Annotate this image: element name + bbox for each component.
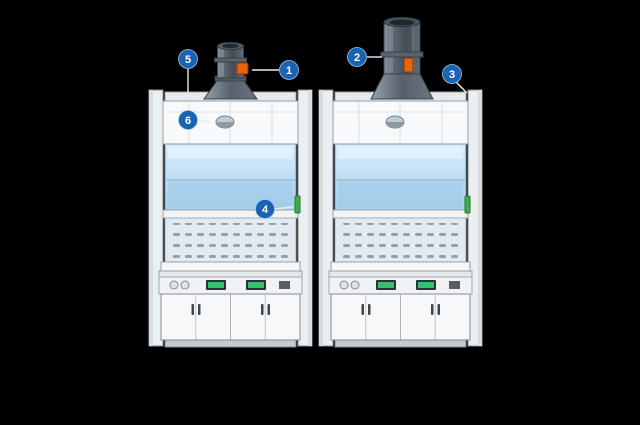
sash-handle bbox=[162, 209, 299, 219]
callout-badge-4 bbox=[255, 199, 275, 219]
door-handle bbox=[191, 304, 194, 315]
base-cabinets bbox=[330, 293, 471, 341]
callout-number-3: 3 bbox=[449, 69, 455, 81]
service-dial bbox=[339, 280, 349, 290]
sash-stop-indicator bbox=[294, 195, 301, 214]
door-handle bbox=[437, 304, 440, 315]
callout-number-6: 6 bbox=[185, 115, 191, 127]
door-handle bbox=[261, 304, 264, 315]
door-handle bbox=[361, 304, 364, 315]
service-dial bbox=[180, 280, 190, 290]
leader-line-3 bbox=[454, 80, 468, 94]
callout-number-1: 1 bbox=[286, 65, 292, 77]
control-panel bbox=[158, 276, 303, 295]
callout-badge-5 bbox=[178, 49, 198, 69]
fume-hood-left bbox=[148, 89, 313, 348]
airflow-sensor-dome bbox=[385, 115, 405, 129]
callout-number-2: 2 bbox=[354, 52, 360, 64]
door-handle bbox=[267, 304, 270, 315]
digital-display bbox=[376, 280, 396, 290]
leader-line-4 bbox=[274, 206, 294, 210]
control-panel bbox=[328, 276, 473, 295]
digital-display bbox=[206, 280, 226, 290]
digital-display bbox=[416, 280, 436, 290]
airflow-sensor-dome bbox=[215, 115, 235, 129]
callout-number-5: 5 bbox=[185, 54, 191, 66]
callout-badge-2 bbox=[347, 47, 367, 67]
callout-5: 5 bbox=[178, 49, 198, 97]
service-dial bbox=[169, 280, 179, 290]
sash-window bbox=[164, 143, 297, 211]
worktop bbox=[328, 261, 473, 278]
power-outlet bbox=[279, 281, 290, 289]
plinth bbox=[334, 339, 467, 348]
power-outlet bbox=[449, 281, 460, 289]
callout-number-4: 4 bbox=[262, 204, 269, 216]
callouts: 1 2 3 4 5 6 bbox=[178, 47, 468, 219]
base-cabinets bbox=[160, 293, 301, 341]
callout-badge-6 bbox=[178, 110, 198, 130]
callout-2: 2 bbox=[347, 47, 382, 67]
service-dial bbox=[350, 280, 360, 290]
callout-3: 3 bbox=[442, 64, 468, 94]
damper-actuator bbox=[236, 62, 249, 75]
door-handle bbox=[431, 304, 434, 315]
callout-1: 1 bbox=[252, 60, 299, 80]
sash-handle bbox=[332, 209, 469, 219]
callout-badge-1 bbox=[279, 60, 299, 80]
exhaust-fan-right bbox=[370, 16, 434, 100]
fume-hood-right bbox=[318, 89, 483, 348]
digital-display bbox=[246, 280, 266, 290]
sash-stop-indicator bbox=[464, 195, 471, 214]
sash-window bbox=[334, 143, 467, 211]
damper-actuator bbox=[403, 57, 414, 73]
door-handle bbox=[368, 304, 371, 315]
door-handle bbox=[198, 304, 201, 315]
leader-line-6 bbox=[197, 119, 212, 123]
plinth bbox=[164, 339, 297, 348]
callout-6: 6 bbox=[178, 110, 212, 130]
interior-baffle bbox=[164, 217, 297, 263]
worktop bbox=[158, 261, 303, 278]
exhaust-duct-left bbox=[203, 41, 258, 100]
callout-badge-3 bbox=[442, 64, 462, 84]
callout-4: 4 bbox=[255, 199, 294, 219]
interior-baffle bbox=[334, 217, 467, 263]
